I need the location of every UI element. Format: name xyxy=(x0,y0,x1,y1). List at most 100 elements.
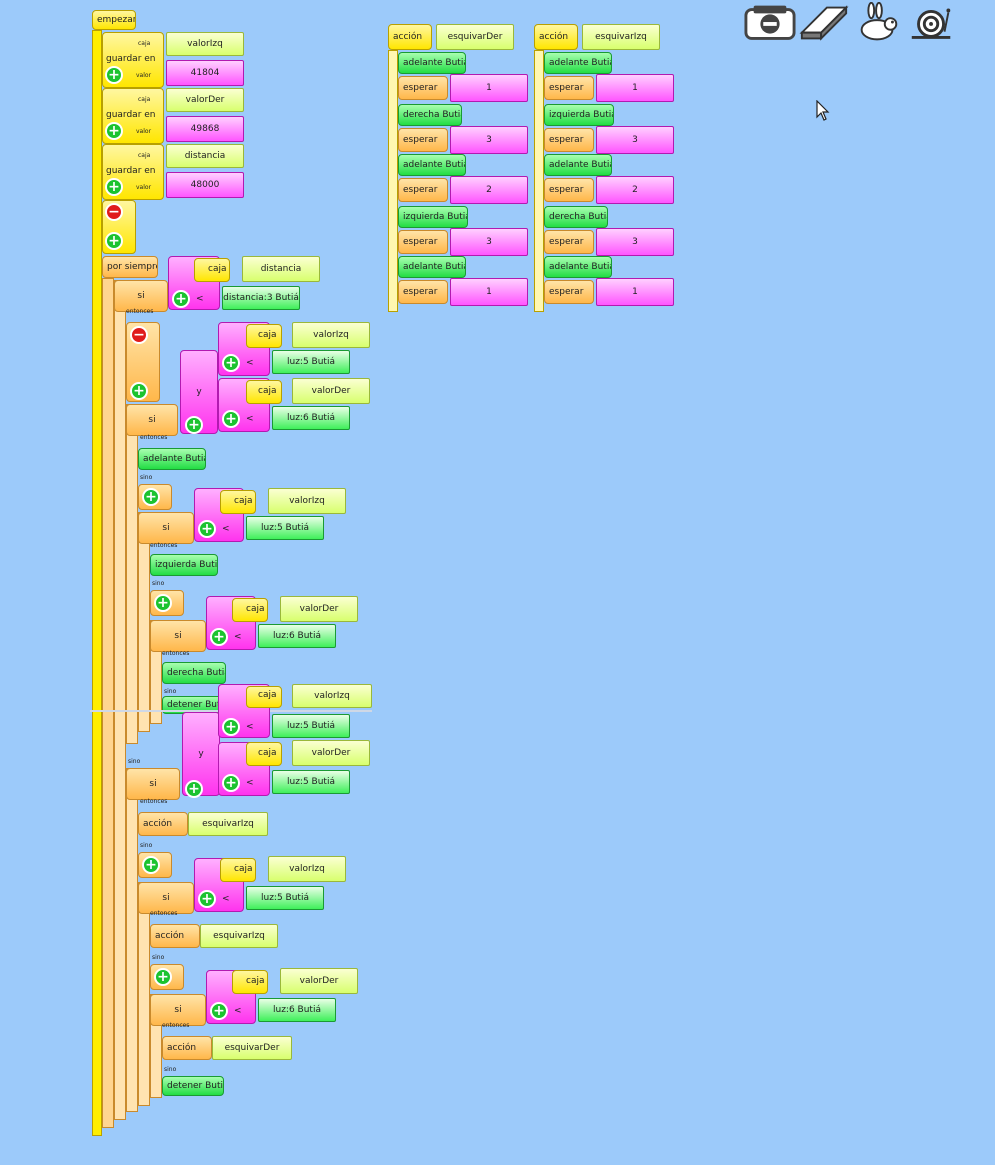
plus-icon[interactable]: + xyxy=(142,856,160,874)
box-block-2a[interactable] xyxy=(246,324,282,348)
action-der-wait-value-5[interactable]: 1 xyxy=(450,278,528,306)
box-name-valorIzq[interactable]: valorIzq xyxy=(292,322,370,348)
if-block-4[interactable]: si xyxy=(150,620,206,652)
if-block-6[interactable]: si xyxy=(138,882,194,914)
box-name-valorDer[interactable]: valorDer xyxy=(280,596,358,622)
action-izq-wait-value-4[interactable]: 3 xyxy=(596,228,674,256)
action-der-cmd-2[interactable]: derecha Butiá xyxy=(398,104,462,126)
snail-icon[interactable] xyxy=(906,2,958,44)
box-block-7[interactable] xyxy=(232,970,268,994)
action-der-wait-value-3[interactable]: 2 xyxy=(450,176,528,204)
plus-icon[interactable]: + xyxy=(172,290,190,308)
plus-icon[interactable]: + xyxy=(185,416,203,434)
box-block-5a[interactable] xyxy=(246,686,282,708)
eraser-icon[interactable] xyxy=(798,2,850,44)
plus-icon[interactable]: + xyxy=(198,520,216,538)
stop-command[interactable]: detener Butiá xyxy=(162,1076,224,1096)
right-command[interactable]: derecha Butiá xyxy=(162,662,226,684)
action-izq-cmd-3[interactable]: adelante Butiá xyxy=(544,154,612,176)
left-command[interactable]: izquierda Butiá xyxy=(150,554,218,576)
action-block-2[interactable]: acción xyxy=(150,924,200,948)
sensor-light6-block[interactable]: luz:6 Butiá xyxy=(258,998,336,1022)
minus-icon[interactable]: − xyxy=(130,326,148,344)
plus-icon[interactable]: + xyxy=(222,774,240,792)
sensor-distance-block[interactable]: distancia:3 Butiá xyxy=(222,286,300,310)
action-name-dodge-left[interactable]: esquivarIzq xyxy=(188,812,268,836)
store-var-3[interactable]: distancia xyxy=(166,144,244,168)
plus-icon[interactable]: + xyxy=(105,66,123,84)
box-name-valorIzq[interactable]: valorIzq xyxy=(268,488,346,514)
sensor-light5-block[interactable]: luz:5 Butiá xyxy=(272,714,350,738)
box-name-valorIzq[interactable]: valorIzq xyxy=(292,684,372,708)
action-izq-wait-2[interactable]: esperar xyxy=(544,128,594,152)
store-var-1[interactable]: valorIzq xyxy=(166,32,244,56)
plus-icon[interactable]: + xyxy=(210,1002,228,1020)
action-der-wait-4[interactable]: esperar xyxy=(398,230,448,254)
forever-block[interactable]: por siempre xyxy=(102,256,158,278)
box-block-6[interactable] xyxy=(220,858,256,882)
action-izq-wait-1[interactable]: esperar xyxy=(544,76,594,100)
store-var-2[interactable]: valorDer xyxy=(166,88,244,112)
box-block-2b[interactable] xyxy=(246,380,282,404)
action-izq-wait-value-5[interactable]: 1 xyxy=(596,278,674,306)
action-izq-name[interactable]: esquivarIzq xyxy=(582,24,660,50)
action-der-wait-5[interactable]: esperar xyxy=(398,280,448,304)
minus-icon[interactable]: − xyxy=(105,203,123,221)
plus-icon[interactable]: + xyxy=(154,968,172,986)
sensor-light5-block[interactable]: luz:5 Butiá xyxy=(272,350,350,374)
action-der-wait-2[interactable]: esperar xyxy=(398,128,448,152)
plus-icon[interactable]: + xyxy=(222,354,240,372)
forward-command[interactable]: adelante Butiá xyxy=(138,448,206,470)
if-block-3[interactable]: si xyxy=(138,512,194,544)
start-block[interactable]: empezar xyxy=(92,10,136,30)
sensor-light5-block[interactable]: luz:5 Butiá xyxy=(246,516,324,540)
box-block-4[interactable] xyxy=(232,598,268,622)
box-name-valorDer[interactable]: valorDer xyxy=(292,740,370,766)
action-der-wait-value-2[interactable]: 3 xyxy=(450,126,528,154)
plus-icon[interactable]: + xyxy=(222,410,240,428)
action-der-wait-value-1[interactable]: 1 xyxy=(450,74,528,102)
plus-icon[interactable]: + xyxy=(185,780,203,798)
action-der-cmd-1[interactable]: adelante Butiá xyxy=(398,52,466,74)
action-der-cmd-4[interactable]: izquierda Butiá xyxy=(398,206,468,228)
plus-icon[interactable]: + xyxy=(105,122,123,140)
if-block-2[interactable]: si xyxy=(126,404,178,436)
action-izq-cmd-2[interactable]: izquierda Butiá xyxy=(544,104,614,126)
plus-icon[interactable]: + xyxy=(142,488,160,506)
hide-blocks-icon[interactable] xyxy=(744,2,796,44)
action-izq-wait-value-1[interactable]: 1 xyxy=(596,74,674,102)
plus-icon[interactable]: + xyxy=(222,718,240,736)
action-izq-header[interactable]: acción xyxy=(534,24,578,50)
action-der-cmd-5[interactable]: adelante Butiá xyxy=(398,256,466,278)
action-name-dodge-left[interactable]: esquivarIzq xyxy=(200,924,278,948)
action-name-dodge-right[interactable]: esquivarDer xyxy=(212,1036,292,1060)
action-izq-cmd-5[interactable]: adelante Butiá xyxy=(544,256,612,278)
action-izq-wait-value-3[interactable]: 2 xyxy=(596,176,674,204)
box-name-valorDer[interactable]: valorDer xyxy=(292,378,370,404)
plus-icon[interactable]: + xyxy=(210,628,228,646)
box-block-5b[interactable] xyxy=(246,742,282,766)
action-block-1[interactable]: acción xyxy=(138,812,188,836)
action-izq-wait-value-2[interactable]: 3 xyxy=(596,126,674,154)
if-block-7[interactable]: si xyxy=(150,994,206,1026)
if-block-1[interactable]: si xyxy=(114,280,168,312)
action-der-cmd-3[interactable]: adelante Butiá xyxy=(398,154,466,176)
plus-icon[interactable]: + xyxy=(198,890,216,908)
if-block-5[interactable]: si xyxy=(126,768,180,800)
action-izq-wait-5[interactable]: esperar xyxy=(544,280,594,304)
action-izq-wait-4[interactable]: esperar xyxy=(544,230,594,254)
store-value-3[interactable]: 48000 xyxy=(166,172,244,198)
action-izq-cmd-1[interactable]: adelante Butiá xyxy=(544,52,612,74)
store-value-1[interactable]: 41804 xyxy=(166,60,244,86)
sensor-light5-block[interactable]: luz:5 Butiá xyxy=(272,770,350,794)
rabbit-icon[interactable] xyxy=(852,2,904,44)
box-name-valorDer[interactable]: valorDer xyxy=(280,968,358,994)
plus-icon[interactable]: + xyxy=(105,178,123,196)
store-value-2[interactable]: 49868 xyxy=(166,116,244,142)
box-name-distance[interactable]: distancia xyxy=(242,256,320,282)
sensor-light6-block[interactable]: luz:6 Butiá xyxy=(258,624,336,648)
action-der-wait-1[interactable]: esperar xyxy=(398,76,448,100)
action-der-header[interactable]: acción xyxy=(388,24,432,50)
plus-icon[interactable]: + xyxy=(130,382,148,400)
